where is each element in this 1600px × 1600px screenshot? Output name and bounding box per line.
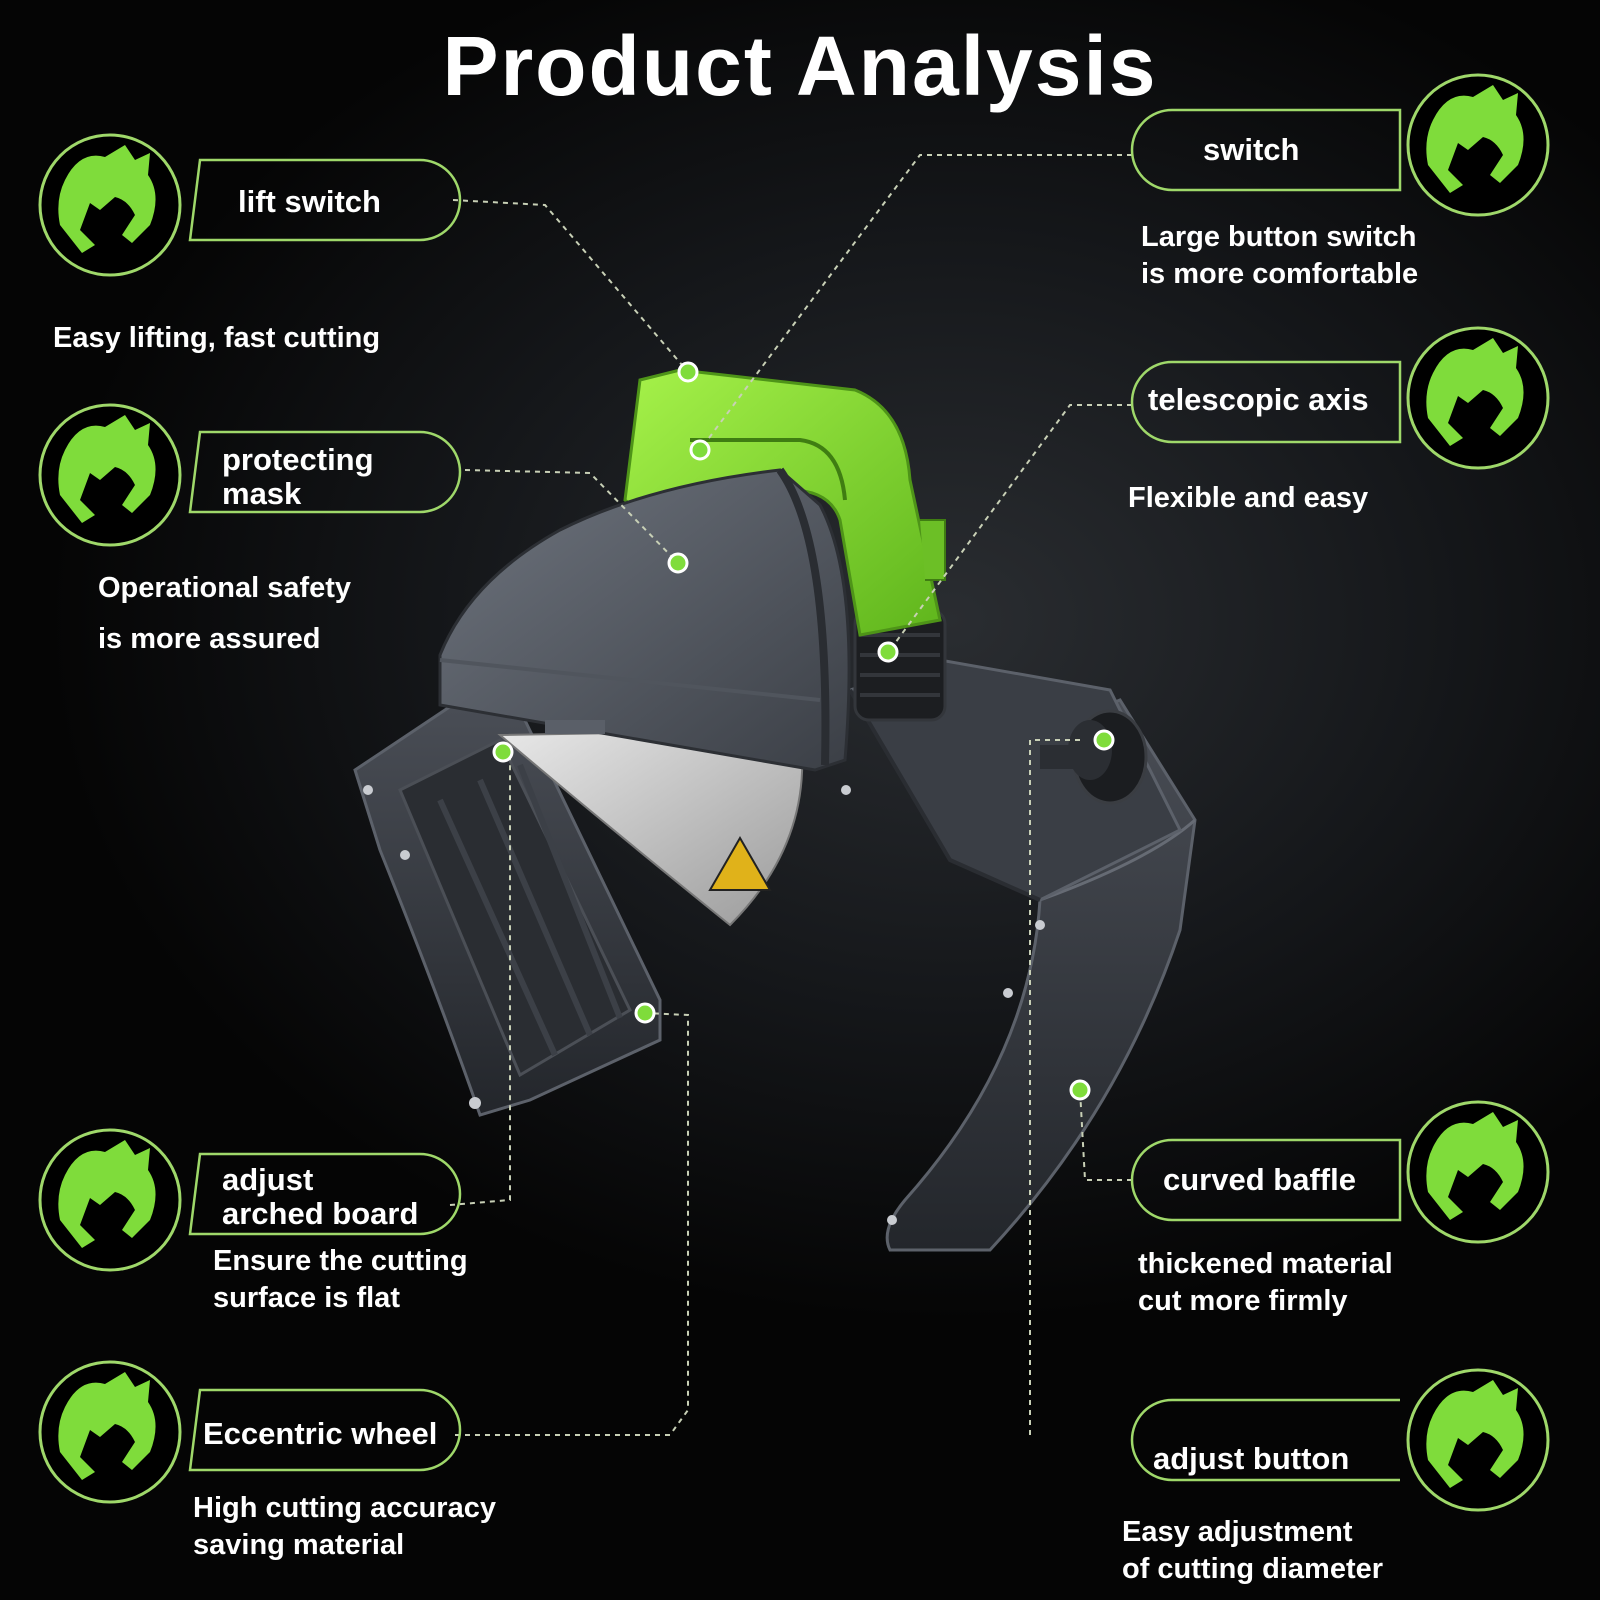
label-lift-switch: lift switch — [238, 184, 381, 219]
desc-adjust-arched-board: Ensure the cutting surface is flat — [213, 1245, 468, 1314]
motor-bellows — [853, 608, 947, 722]
claw-icon — [38, 1360, 182, 1504]
claw-icon — [1406, 73, 1550, 217]
desc-curved-baffle: thickened material cut more firmly — [1138, 1248, 1393, 1317]
label-switch: switch — [1203, 132, 1300, 167]
desc-adjust-button: Easy adjustment of cutting diameter — [1122, 1516, 1384, 1585]
label-protecting-mask: protecting mask — [222, 442, 374, 511]
claw-icon — [1406, 1100, 1550, 1244]
label-adjust-button: adjust button — [1153, 1441, 1350, 1476]
desc-eccentric-wheel: High cutting accuracy saving material — [193, 1492, 496, 1561]
desc-switch: Large button switch is more comfortable — [1141, 221, 1419, 290]
label-curved-baffle: curved baffle — [1163, 1162, 1356, 1197]
desc-protecting-mask: Operational safety is more assured — [98, 572, 352, 655]
blade-guard — [438, 468, 851, 772]
claw-icon — [38, 1128, 182, 1272]
claw-icon — [1406, 1368, 1550, 1512]
label-adjust-arched-board: adjust arched board — [222, 1162, 419, 1231]
claw-icon — [38, 403, 182, 547]
hotspot-markers — [492, 361, 1115, 1101]
leader-lines — [449, 154, 1132, 1440]
page-title: Product Analysis — [442, 19, 1158, 113]
claw-icon — [1406, 326, 1550, 470]
warning-sticker — [708, 835, 772, 891]
desc-telescopic-axis: Flexible and easy — [1128, 482, 1369, 514]
desc-lift-switch: Easy lifting, fast cutting — [53, 322, 381, 354]
label-frames — [188, 108, 1402, 1482]
label-telescopic-axis: telescopic axis — [1148, 382, 1369, 417]
claw-icon — [38, 133, 182, 277]
label-eccentric-wheel: Eccentric wheel — [203, 1416, 438, 1451]
